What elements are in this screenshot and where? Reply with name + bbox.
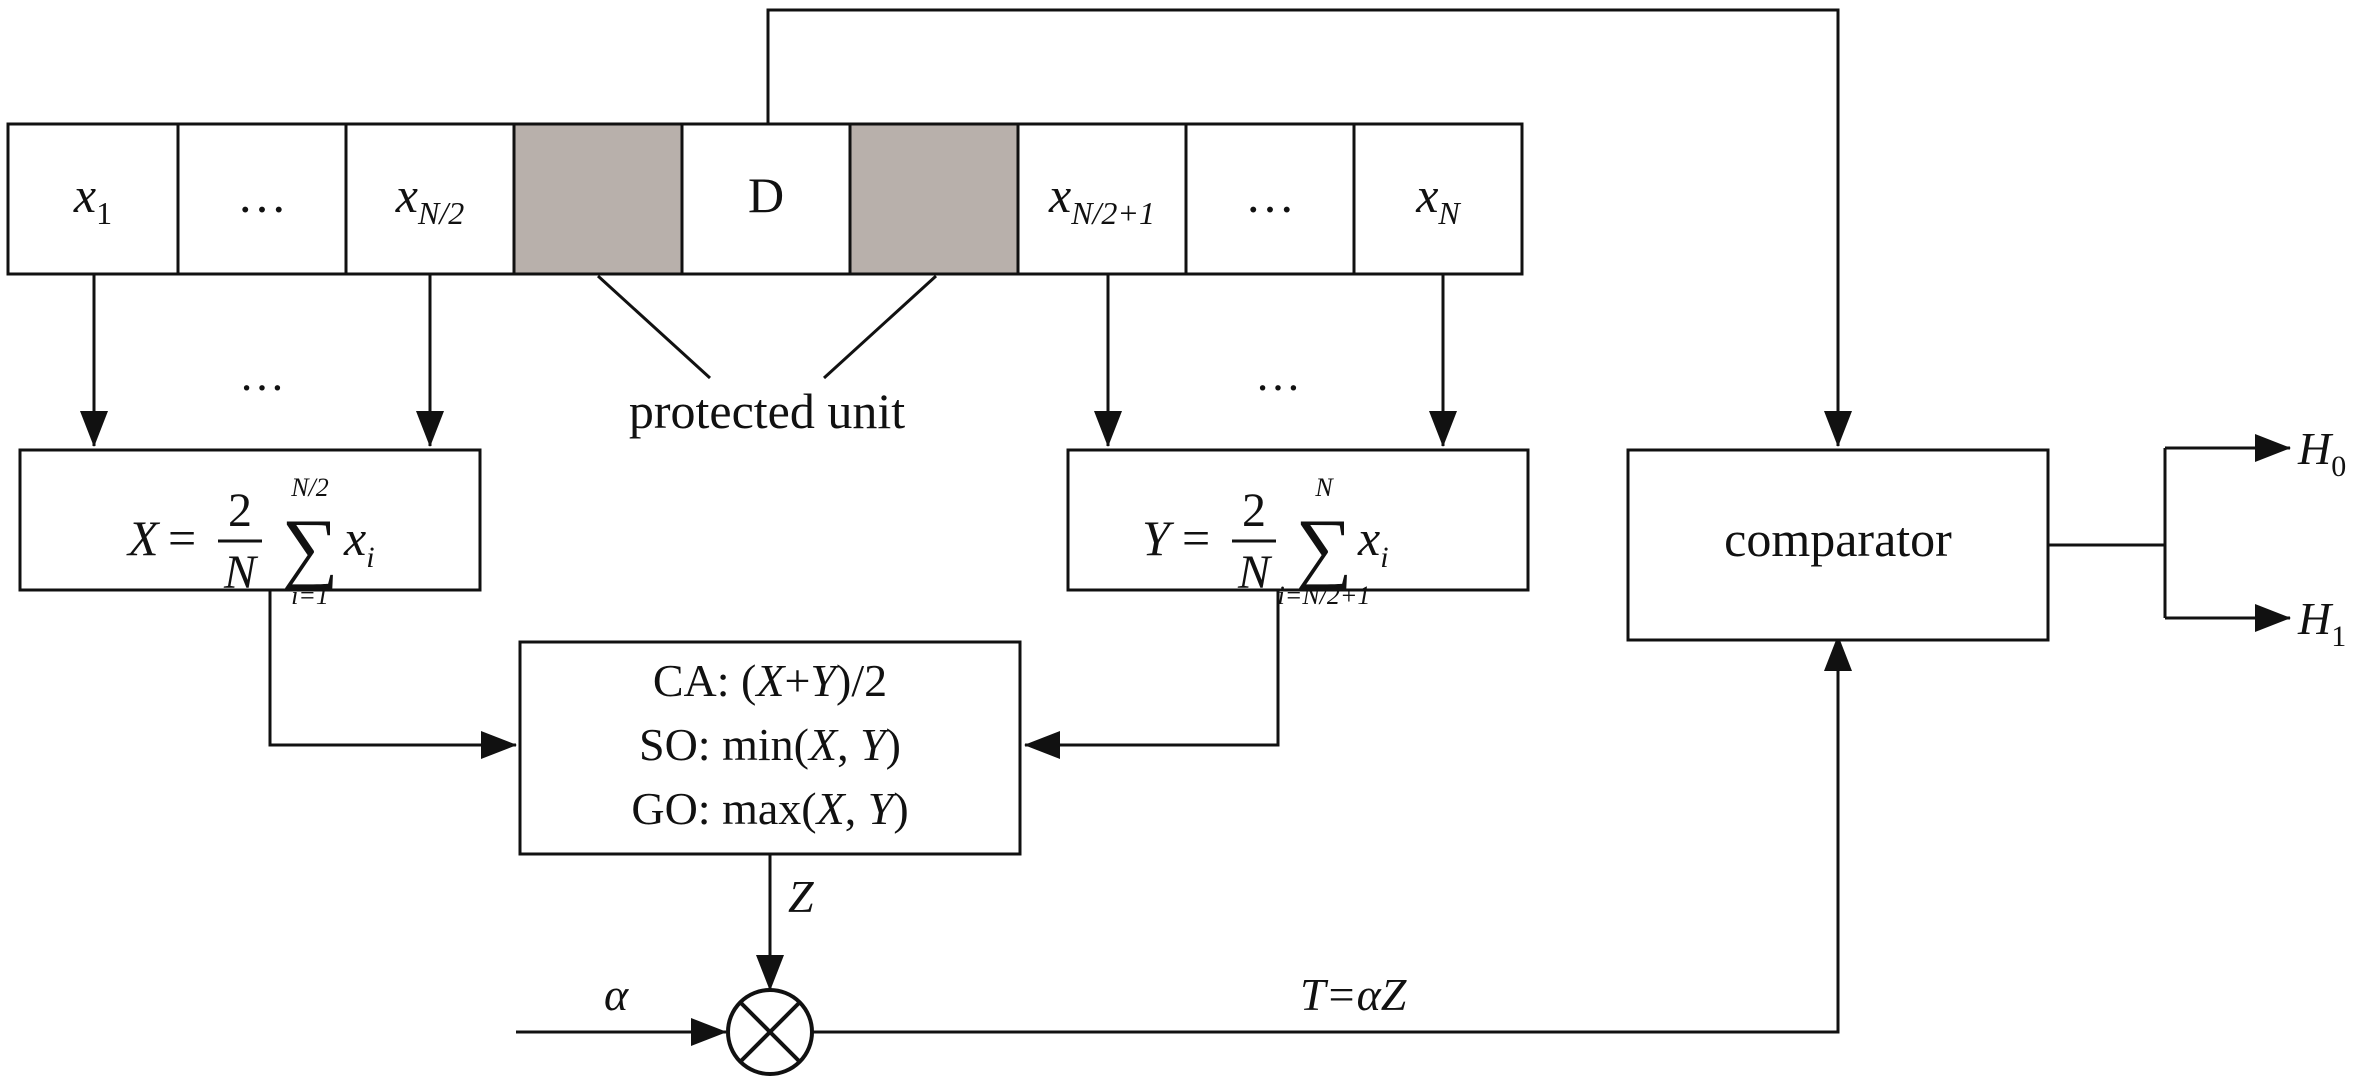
left-average-box <box>18 448 482 592</box>
formula-lhs: Y <box>1142 510 1175 566</box>
sum-symbol: ∑ <box>1295 504 1352 592</box>
cell-guard-right-box <box>848 122 1020 276</box>
sum-lower-limit: i=N/2+1 <box>1278 581 1371 610</box>
guard-right-pointer <box>822 274 938 380</box>
right-average-box <box>1066 448 1530 592</box>
alpha-label: α <box>604 969 629 1020</box>
sum-upper-limit: N/2 <box>290 473 329 502</box>
formula-denominator: N <box>223 546 259 599</box>
h1-label: H1 <box>2297 593 2346 653</box>
ca-rule: CA: (X+Y)/2 <box>653 655 887 706</box>
cell-dots-right-label: … <box>1245 167 1295 223</box>
cell-dots-left-label: … <box>237 167 287 223</box>
cell-xn-label: xN <box>1415 167 1461 231</box>
left-between-dots: … <box>239 349 285 400</box>
cell-xn2: xN/2 <box>344 122 516 276</box>
formula-denominator: N <box>1237 546 1273 599</box>
threshold-line <box>812 635 1852 1034</box>
cell-xn2-label: xN/2 <box>395 167 464 231</box>
right-to-combiner-line <box>1024 640 1280 759</box>
h0-label: H0 <box>2297 423 2346 483</box>
formula-numerator: 2 <box>228 484 252 537</box>
right-average-formula: Y=2NN∑i=N/2+1xi <box>1142 473 1389 610</box>
cell-x1-label: x1 <box>73 167 112 231</box>
cell-guard-left <box>512 122 684 276</box>
cell-dots-left: … <box>176 122 348 276</box>
sum-lower-limit: i=1 <box>291 581 329 610</box>
cut-to-comparator-line <box>766 8 1852 447</box>
comparator-label: comparator <box>1724 511 1952 567</box>
cell-dots-right: … <box>1184 122 1356 276</box>
sum-symbol: ∑ <box>281 504 338 592</box>
left-average-formula: X= 2N N/2∑i=1 xi <box>126 473 375 610</box>
cell-d-label: D <box>748 167 784 223</box>
go-rule: GO: max(X, Y) <box>631 783 908 834</box>
cfar-combiner-box <box>518 640 1022 856</box>
z-label: Z <box>788 871 814 922</box>
cell-xn: xN <box>1352 122 1524 276</box>
comparator-box <box>1626 448 2050 642</box>
cell-xn-box <box>1352 122 1524 276</box>
formula-lhs: X <box>126 510 161 566</box>
formula-numerator: 2 <box>1242 484 1266 537</box>
cell-guard-right <box>848 122 1020 276</box>
threshold-label: T=αZ <box>1300 969 1407 1020</box>
cell-x1: x1 <box>6 122 180 276</box>
cell-xn21-label: xN/2+1 <box>1048 167 1155 231</box>
sum-upper-limit: N <box>1314 473 1334 502</box>
so-rule: SO: min(X, Y) <box>639 719 901 770</box>
guard-left-pointer <box>596 274 712 380</box>
summand: xi <box>343 510 375 574</box>
cell-xn2-box <box>344 122 516 276</box>
formula-eq: = <box>1182 510 1210 566</box>
cell-d: D <box>680 122 852 276</box>
left-to-combiner-line <box>268 640 517 759</box>
cell-xn21: xN/2+1 <box>1016 122 1188 276</box>
summand: xi <box>1357 510 1389 574</box>
protected-unit-label: protected unit <box>629 383 905 439</box>
multiplier-cross-b <box>738 1000 802 1064</box>
cell-guard-left-box <box>512 122 684 276</box>
cell-x1-box <box>6 122 180 276</box>
right-between-dots: … <box>1255 349 1301 400</box>
formula-eq: = <box>168 510 196 566</box>
